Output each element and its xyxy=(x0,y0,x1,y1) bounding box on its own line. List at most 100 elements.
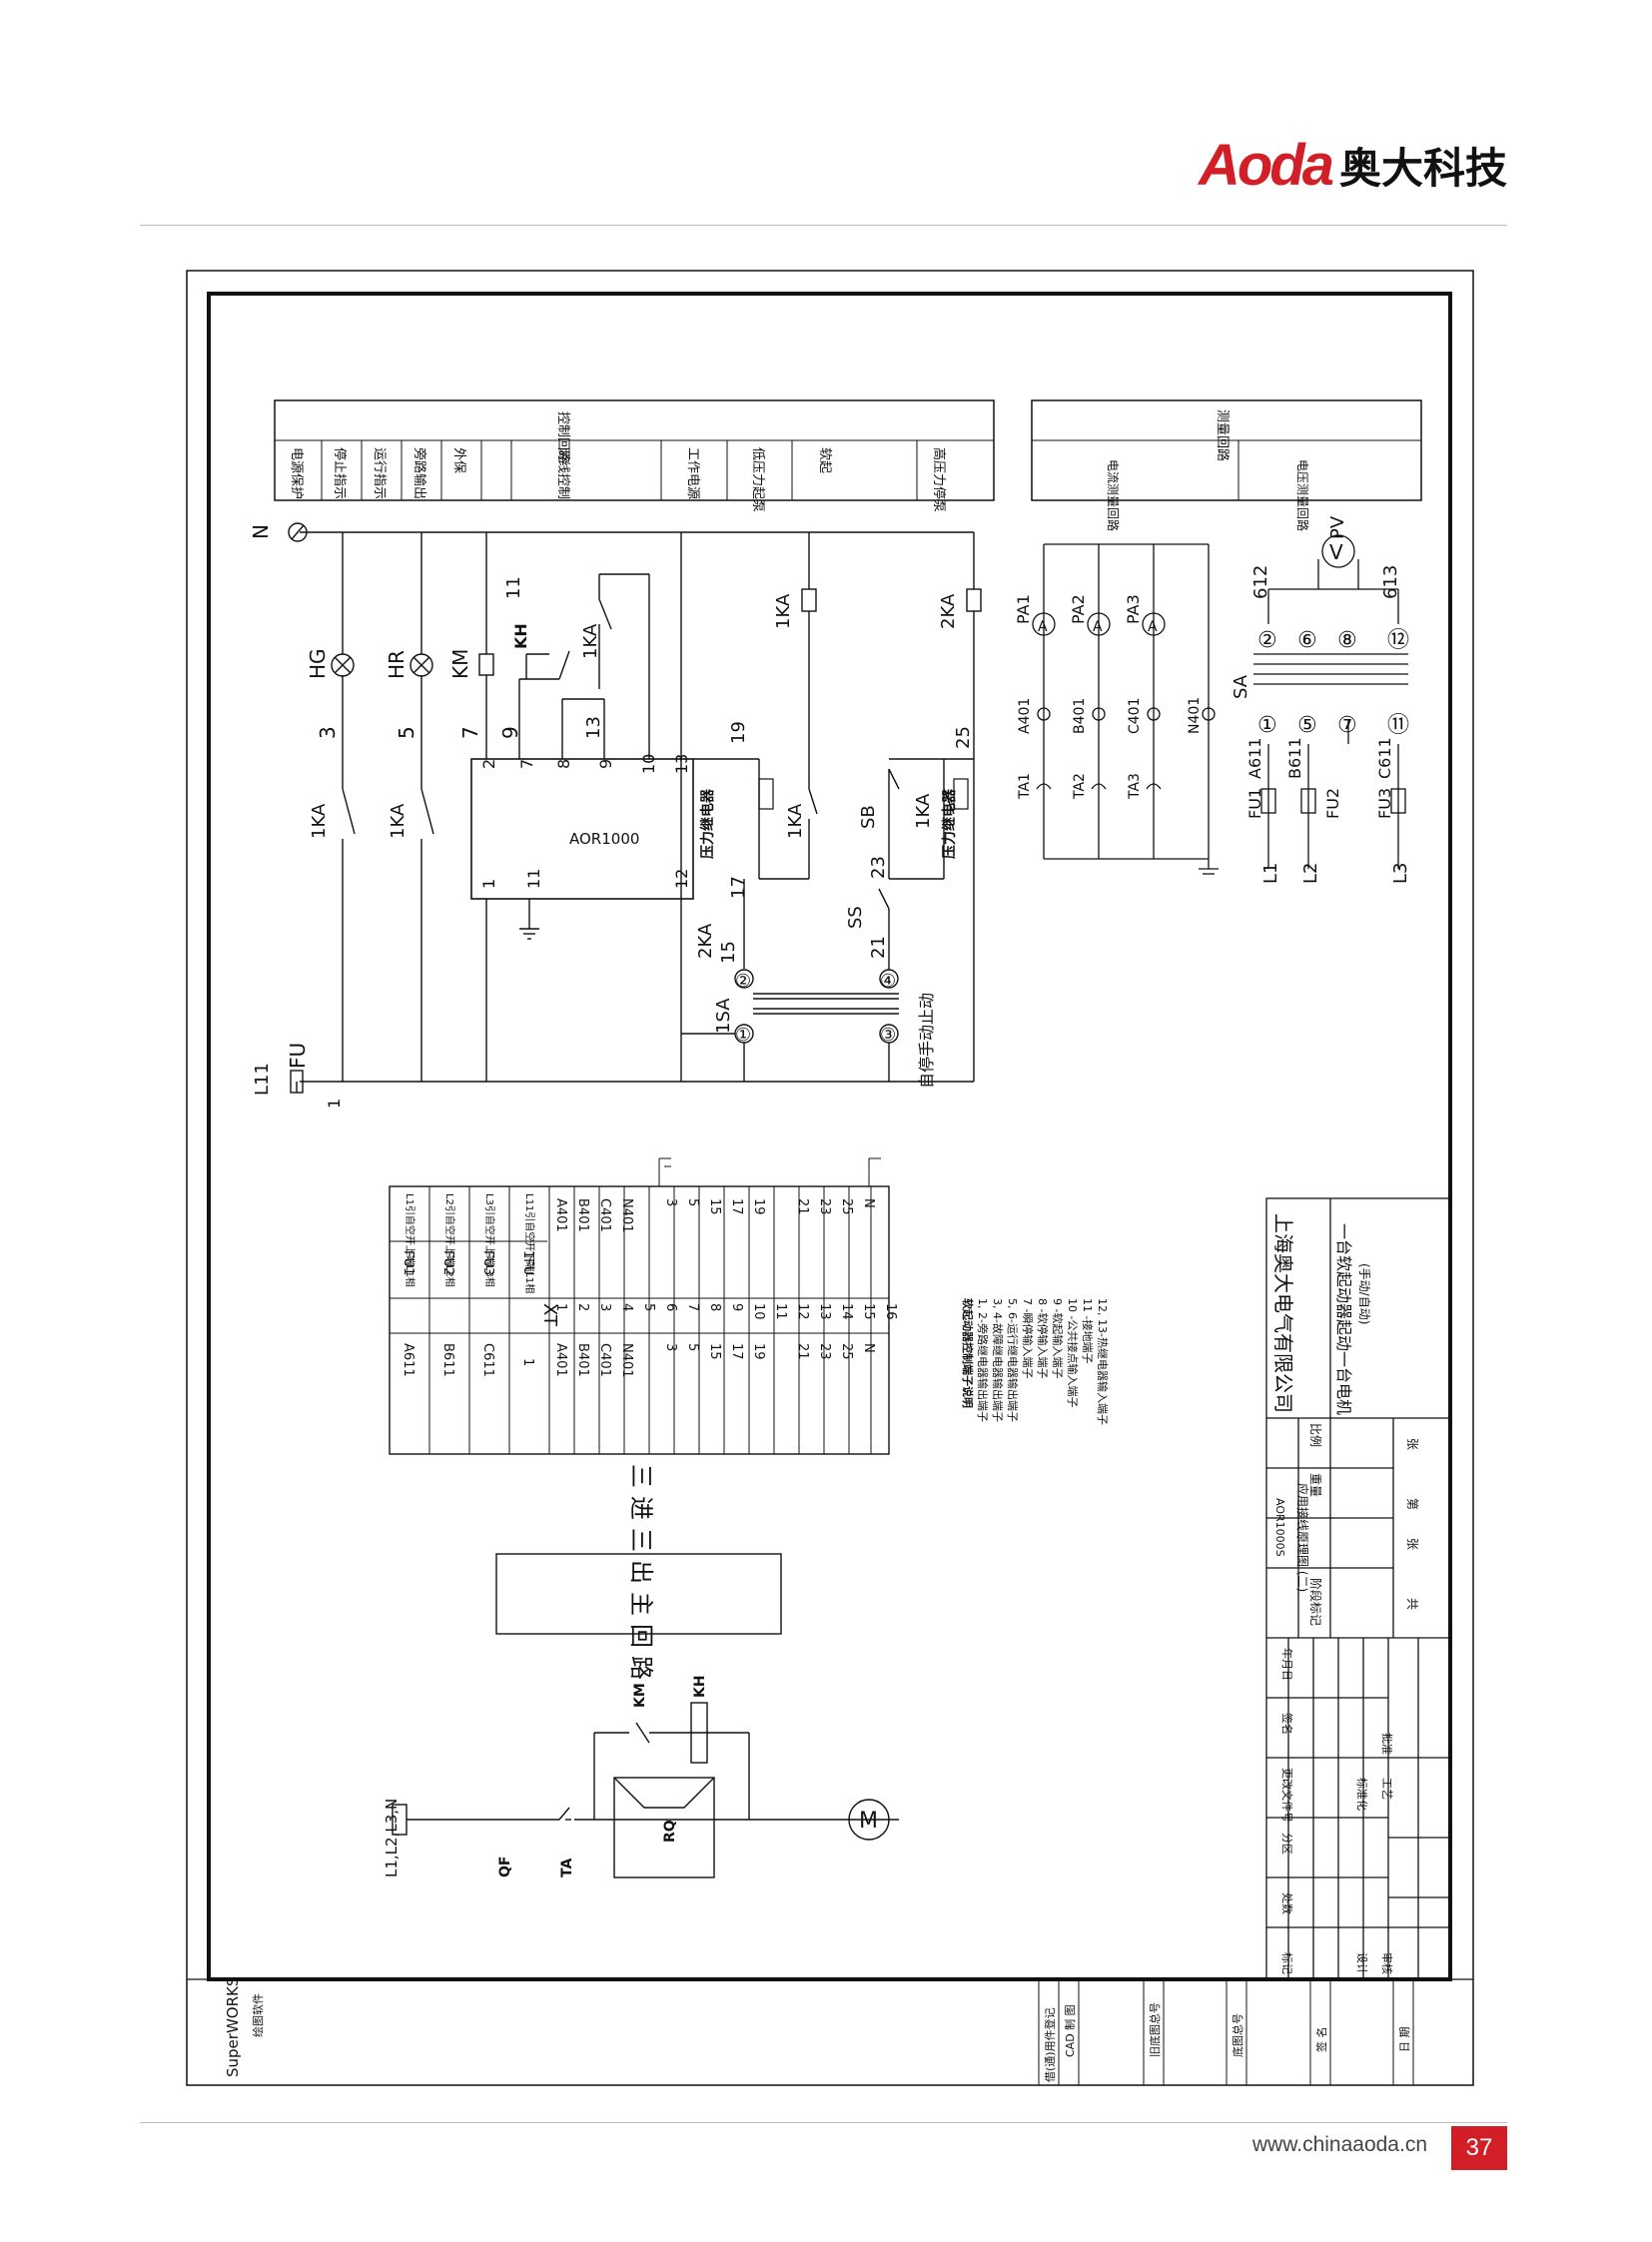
side-cell-1: 借(通)用件登记 xyxy=(1043,2007,1057,2082)
label-SB: SB xyxy=(858,805,879,829)
label-KM: KM xyxy=(448,649,472,679)
sa-contact-1: ① xyxy=(1257,713,1277,738)
terminal-number: 3 xyxy=(597,1303,612,1311)
sa-contact-12: ⑫ xyxy=(1387,628,1409,653)
fuse-label-3: FU3 xyxy=(480,1250,495,1275)
label-KH-main: KH xyxy=(692,1675,708,1698)
terminal-right-wire: 5 xyxy=(685,1198,700,1206)
note-7: 10 -公共接点输入端子 xyxy=(1066,1298,1080,1407)
ctrl-col-6: 工作电源 xyxy=(685,447,700,499)
label-L1: L1 xyxy=(1260,863,1281,884)
terminal-right-wire: 15 xyxy=(707,1198,722,1215)
fuse-note-1: L1引自空开上端L1相 xyxy=(404,1193,416,1287)
measure-circuit xyxy=(1032,534,1408,875)
company-name: 上海奥大电气有限公司 xyxy=(1271,1213,1295,1413)
ammeter-3-icon: A xyxy=(1148,619,1158,635)
label-KM-main: KM xyxy=(632,1683,648,1708)
drawing-mode: (手动/自动) xyxy=(1357,1263,1371,1324)
label-w3: 3 xyxy=(316,726,340,739)
terminal-right-wire: C401 xyxy=(597,1198,612,1232)
drawing-subtitle: 应用接线原理图 (二) xyxy=(1295,1483,1310,1592)
label-FU: FU xyxy=(286,1043,310,1069)
label-wire-1: 1 xyxy=(325,1099,344,1109)
motor-icon: M xyxy=(859,1809,878,1834)
role-review: 审核 xyxy=(1380,1952,1394,1974)
label-FU2: FU2 xyxy=(1323,788,1342,819)
aor-box-label: AOR1000 xyxy=(569,830,639,848)
contact-4: ④ xyxy=(880,971,896,992)
label-TA3: TA3 xyxy=(1127,773,1143,800)
terminal-left-wire: 17 xyxy=(729,1343,744,1360)
contact-1: ① xyxy=(735,1025,751,1046)
main-circuit xyxy=(392,1553,899,1878)
sheet-unit-1: 张 xyxy=(1405,1538,1419,1550)
terminal-number: 13 xyxy=(817,1303,832,1320)
stage-mark: 阶段标记 xyxy=(1308,1578,1323,1626)
ctrl-col-7: 低压力起泵 xyxy=(750,447,765,512)
terminal-number: 8 xyxy=(707,1303,722,1311)
terminal-left-wire: 19 xyxy=(751,1343,766,1360)
note-5: 8 -软停输入端子 xyxy=(1036,1298,1050,1378)
fuse-note-4: L11引自空开下端L1相 xyxy=(523,1193,536,1293)
terminal-right-wire: N xyxy=(861,1198,876,1208)
role-standard: 标准化 xyxy=(1355,1778,1369,1811)
label-HR: HR xyxy=(385,650,409,679)
outer-frame xyxy=(186,270,1474,2086)
rev-count: 处数 xyxy=(1280,1892,1293,1914)
label-w23: 23 xyxy=(868,856,889,879)
sa-contact-7: ⑦ xyxy=(1337,713,1357,738)
note-6: 9 -软起输入端子 xyxy=(1051,1298,1065,1378)
notes-title: 软起动器控制端子说明 xyxy=(961,1298,975,1408)
side-cell-4: 底图总号 xyxy=(1231,2013,1244,2057)
side-cell-5: 签 名 xyxy=(1314,2027,1328,2053)
ctrl-col-8: 软起 xyxy=(817,447,832,473)
control-header-title: 控制回路 xyxy=(555,411,571,463)
terminal-right-wire: 17 xyxy=(729,1198,744,1215)
label-2KA-coil: 2KA xyxy=(938,593,959,629)
sheet-num: 第 xyxy=(1405,1498,1419,1510)
terminal-number: 7 xyxy=(685,1303,700,1311)
terminal-number: 12 xyxy=(795,1303,810,1320)
pin-2: 2 xyxy=(479,759,498,769)
pressure-relay-1: 压力继电器 xyxy=(699,788,716,859)
sheet-unit-2: 张 xyxy=(1405,1438,1419,1450)
footer-url[interactable]: www.chinaaoda.cn xyxy=(1251,2133,1427,2156)
rev-mark: 标记 xyxy=(1280,1952,1294,1974)
fuse-label-4: 1FU xyxy=(520,1250,535,1275)
mode-label: 自停手动止动 xyxy=(917,993,936,1089)
ammeter-2-icon: A xyxy=(1093,619,1103,635)
terminal-number: 15 xyxy=(861,1303,876,1320)
fuse-label-1: FU1 xyxy=(401,1250,415,1275)
terminal-right-wire: 25 xyxy=(839,1198,854,1215)
ctrl-col-0: 电源保护 xyxy=(289,447,304,499)
ctrl-col-2: 运行指示 xyxy=(372,447,387,499)
sa-contact-5: ⑤ xyxy=(1297,713,1317,738)
sa-contact-8: ⑧ xyxy=(1337,628,1357,653)
label-SS: SS xyxy=(845,906,866,929)
label-FU3: FU3 xyxy=(1375,788,1394,819)
sa-contact-2: ② xyxy=(1257,628,1277,653)
terminal-left-wire: N401 xyxy=(619,1343,634,1378)
rev-doc: 更改文件号 xyxy=(1280,1768,1294,1823)
terminal-number: 14 xyxy=(839,1303,854,1320)
label-SA: SA xyxy=(1231,674,1251,699)
terminal-left-wire: 15 xyxy=(707,1343,722,1360)
terminal-right-wire: N401 xyxy=(619,1198,634,1233)
label-w7: 7 xyxy=(458,726,482,739)
xt-label: XT xyxy=(539,1303,560,1327)
terminal-right-wire: B401 xyxy=(575,1198,590,1232)
terminal-left-wire: B401 xyxy=(575,1343,590,1377)
measure-col-1: 电压测量回路 xyxy=(1295,459,1310,531)
label-FU1: FU1 xyxy=(1245,788,1264,819)
label-L2: L2 xyxy=(1300,863,1321,884)
label-C611: C611 xyxy=(1375,737,1394,779)
rev-sign: 签名 xyxy=(1280,1713,1294,1735)
label-613: 613 xyxy=(1380,565,1401,599)
pin-7: 7 xyxy=(517,759,536,769)
footer-divider xyxy=(140,2122,1507,2123)
label-w15: 15 xyxy=(718,941,739,964)
label-1KA-b: 1KA xyxy=(388,803,409,839)
role-approve: 批准 xyxy=(1380,1733,1394,1755)
note-2: 3, 4-故障继电器输出端子 xyxy=(991,1298,1005,1422)
brand-name-cn: 奥大科技 xyxy=(1338,144,1507,193)
